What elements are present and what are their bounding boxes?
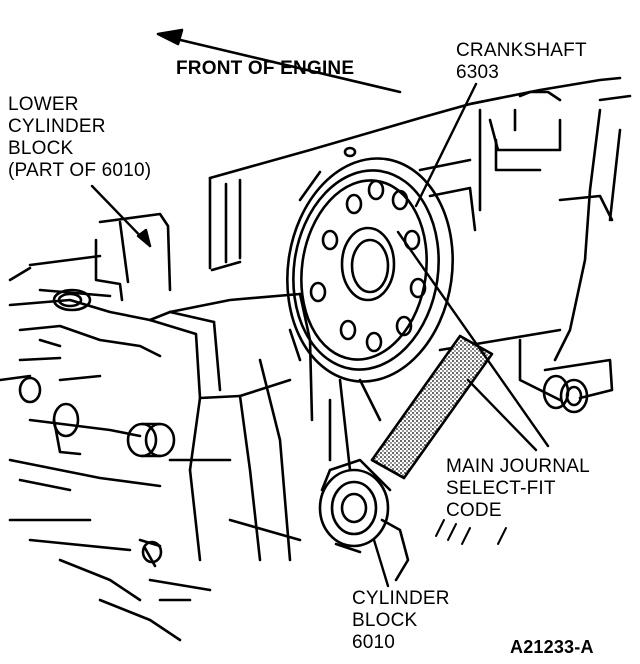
cylinder-block-boss [318, 458, 410, 582]
figure-id: A21233-A [510, 637, 594, 657]
lower-cylinder-block [0, 212, 302, 642]
front-direction-arrow [156, 28, 402, 94]
main-journal-select-fit-code-label: MAIN JOURNAL SELECT-FIT CODE [446, 456, 590, 521]
lower-cylinder-block-label: LOWER CYLINDER BLOCK (PART OF 6010) [8, 94, 152, 181]
leader-lines [90, 82, 550, 588]
crankshaft-label: CRANKSHAFT 6303 [456, 40, 587, 83]
cylinder-block-label: CYLINDER BLOCK 6010 [352, 588, 450, 653]
right-bolt-boss [542, 374, 589, 414]
crankshaft-flange [286, 146, 454, 383]
upper-block-outline [208, 76, 632, 362]
hatch-marks [435, 519, 507, 545]
left-bolt-bosses [18, 288, 176, 564]
select-fit-code-plate [370, 334, 494, 480]
front-of-engine-label: FRONT OF ENGINE [176, 58, 355, 79]
